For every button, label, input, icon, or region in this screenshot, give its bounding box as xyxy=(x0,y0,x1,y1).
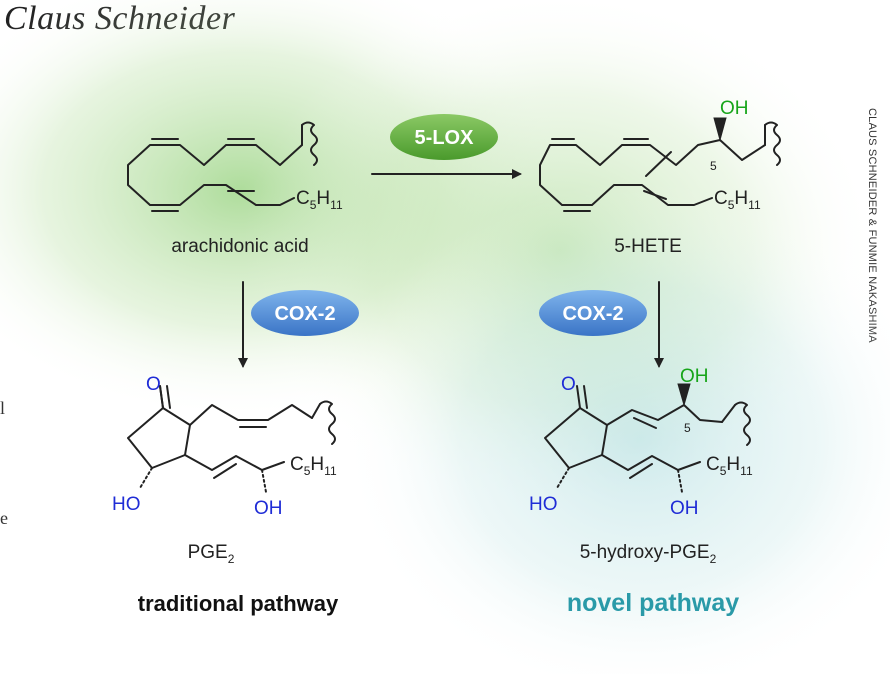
hydroxy-pge2-substituent: C5H11 xyxy=(706,454,753,478)
hydroxy-pge2-oh-bottom-label: OH xyxy=(670,498,699,519)
hydroxy-pge2-ho-label: HO xyxy=(529,494,558,515)
pge2-structure xyxy=(127,385,336,493)
hete-oh-label: OH xyxy=(720,98,749,119)
clipped-text: l xyxy=(0,398,6,418)
cox-left-badge: COX-2 xyxy=(251,290,359,336)
teal-glow xyxy=(340,180,890,674)
svg-text:5-LOX: 5-LOX xyxy=(415,127,475,149)
hydroxy-pge2-oh-top-label: OH xyxy=(680,366,709,387)
hydroxy-pge2-label: 5-hydroxy-PGE2 xyxy=(580,542,717,566)
svg-text:COX-2: COX-2 xyxy=(274,303,335,325)
arachidonic-acid-structure xyxy=(127,121,318,212)
pge2-ho-label: HO xyxy=(112,494,141,515)
hydroxy-pge2-position-label: 5 xyxy=(684,421,691,435)
pge2-label: PGE2 xyxy=(188,542,235,566)
lox-badge: 5-LOX xyxy=(390,114,498,160)
hydroxy-pge2-ketone-label: O xyxy=(561,374,576,395)
traditional-pathway-label: traditional pathway xyxy=(138,591,339,616)
pge2-substituent: C5H11 xyxy=(290,454,337,478)
clipped-text: e xyxy=(0,508,8,528)
pge2-ketone-label: O xyxy=(146,374,161,395)
svg-text:COX-2: COX-2 xyxy=(562,303,623,325)
novel-pathway-label: novel pathway xyxy=(567,589,739,617)
hydroxy-pge2-structure xyxy=(544,383,751,493)
arachidonic-acid-label: arachidonic acid xyxy=(171,236,308,257)
hete-structure xyxy=(539,117,781,212)
hete-position-label: 5 xyxy=(710,159,717,173)
cox-right-badge: COX-2 xyxy=(539,290,647,336)
pge2-oh-label: OH xyxy=(254,498,283,519)
arachidonic-substituent: C5H11 xyxy=(296,188,343,212)
hete-label: 5-HETE xyxy=(614,236,682,257)
hete-substituent: C5H11 xyxy=(714,188,761,212)
